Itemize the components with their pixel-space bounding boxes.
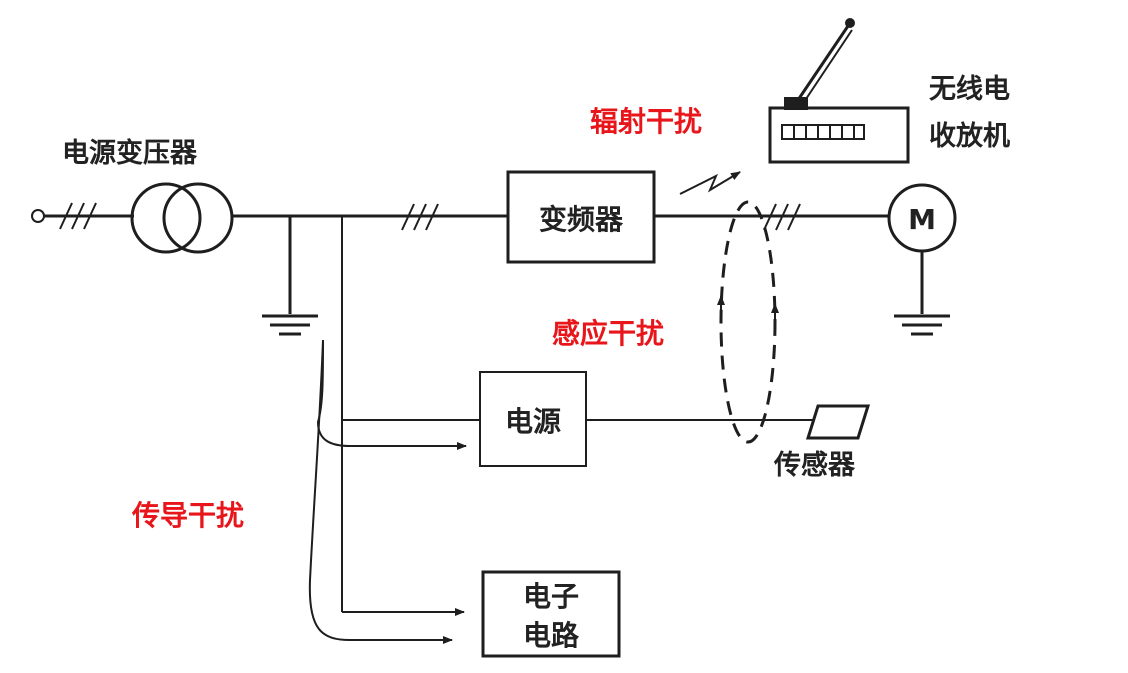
induced-interference-label: 感应干扰: [552, 317, 664, 350]
power-supply-box: [479, 371, 587, 467]
transformer-label: 电源变压器: [62, 137, 198, 169]
motor-label: M: [908, 203, 936, 236]
radio-label-line2: 收放机: [929, 120, 1010, 152]
power-supply-label: 电源: [505, 405, 561, 438]
three-phase-mark-motor: [763, 203, 801, 231]
induced-interference-loop: [719, 200, 777, 444]
radio-transceiver-icon: [768, 18, 910, 164]
radiated-interference-label: 辐射干扰: [590, 105, 702, 138]
input-terminal: [31, 209, 45, 223]
inverter-label: 变频器: [539, 203, 624, 236]
ground-symbol-transformer: [262, 216, 318, 336]
ground-symbol-motor: [894, 251, 950, 336]
conducted-path-power-supply: [316, 339, 467, 450]
conducted-interference-label: 传导干扰: [131, 499, 244, 532]
three-phase-mark-main: [401, 203, 439, 231]
radio-label-line1: 无线电: [929, 74, 1010, 105]
electronic-circuit-box: [481, 570, 621, 658]
electronic-label-line1: 电子: [523, 580, 579, 613]
conducted-path-electronic: [308, 339, 453, 644]
transformer-symbol: [130, 182, 234, 254]
radiated-interference-arrow: [679, 171, 741, 195]
electronic-label-line2: 电路: [523, 619, 580, 652]
sensor-label: 传感器: [773, 449, 856, 481]
sensor-icon: [805, 404, 871, 440]
three-phase-mark-input: [59, 202, 97, 230]
